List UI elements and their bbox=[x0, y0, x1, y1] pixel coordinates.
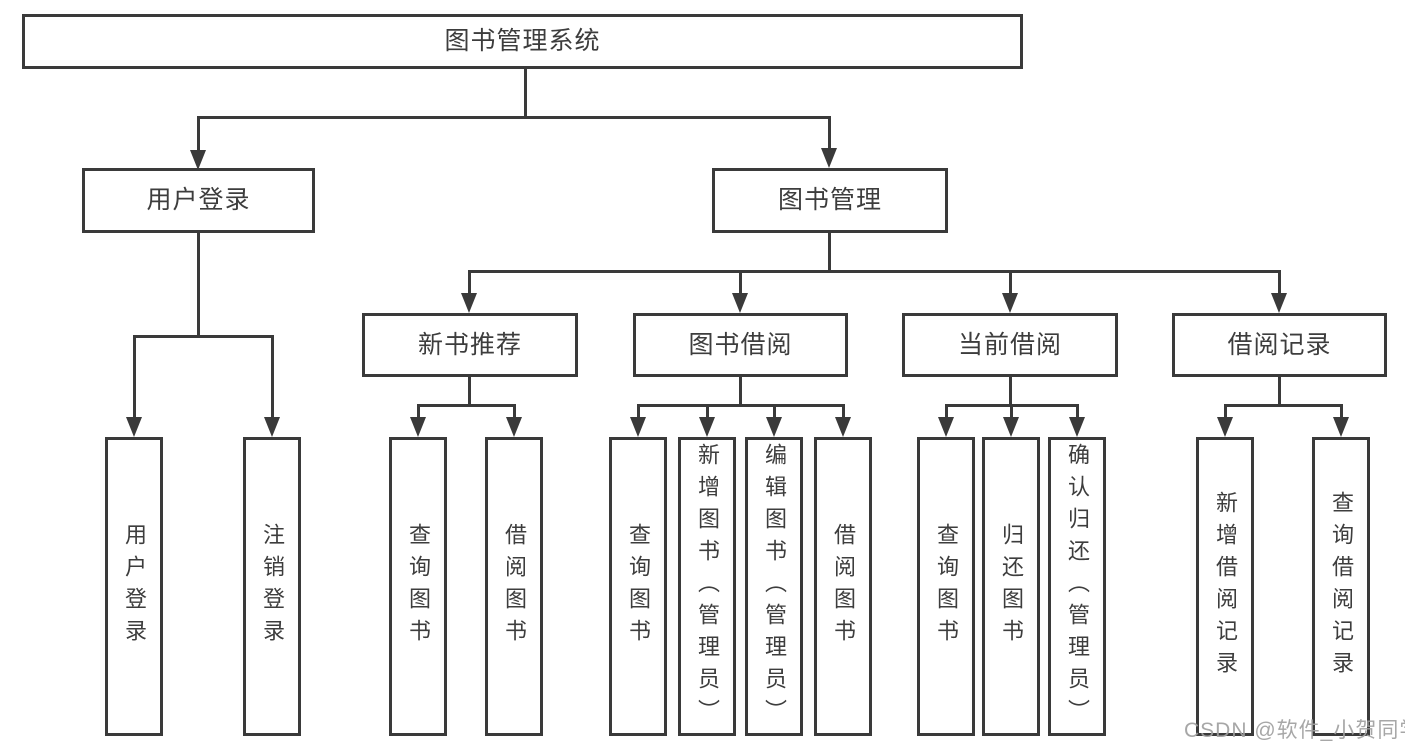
edge-book-management-stub bbox=[828, 231, 831, 273]
edge-root-drop-right bbox=[828, 116, 831, 150]
node-cb-return-book: 归还图书 bbox=[982, 437, 1040, 736]
arrowhead-cb-query bbox=[938, 417, 954, 437]
edge-nbr-borrow-drop bbox=[513, 404, 516, 420]
edge-logout-drop bbox=[271, 335, 274, 420]
arrowhead-login bbox=[126, 417, 142, 437]
edge-user-login-split bbox=[133, 335, 274, 338]
edge-bb-stub bbox=[739, 375, 742, 406]
edge-user-login-stub bbox=[197, 231, 200, 338]
arrowhead-cb-return bbox=[1003, 417, 1019, 437]
arrowhead-user-login bbox=[190, 150, 206, 170]
node-bb-borrow-book: 借阅图书 bbox=[814, 437, 872, 736]
edge-br-split bbox=[1224, 404, 1342, 407]
arrowhead-cb-confirm bbox=[1069, 417, 1085, 437]
node-current-borrow: 当前借阅 bbox=[902, 313, 1118, 377]
edge-cb-drop bbox=[1009, 270, 1012, 296]
arrowhead-bb-query bbox=[630, 417, 646, 437]
arrowhead-book-borrow bbox=[732, 293, 748, 313]
edge-bb-add-drop bbox=[706, 404, 709, 420]
edge-cb-return-drop bbox=[1010, 404, 1013, 420]
arrowhead-nbr-borrow bbox=[506, 417, 522, 437]
arrowhead-br-add bbox=[1217, 417, 1233, 437]
edge-nbr-drop bbox=[468, 270, 471, 296]
edge-cb-stub bbox=[1009, 375, 1012, 406]
edge-nbr-query-drop bbox=[417, 404, 420, 420]
arrowhead-br-query bbox=[1333, 417, 1349, 437]
edge-br-stub bbox=[1278, 375, 1281, 406]
edge-bb-query-drop bbox=[637, 404, 640, 420]
node-cb-query-book: 查询图书 bbox=[917, 437, 975, 736]
edge-br-query-drop bbox=[1340, 404, 1343, 420]
arrowhead-bb-add bbox=[699, 417, 715, 437]
arrowhead-borrow-record bbox=[1271, 293, 1287, 313]
edge-cb-query-drop bbox=[945, 404, 948, 420]
node-nbr-borrow-book: 借阅图书 bbox=[485, 437, 543, 736]
edge-br-drop bbox=[1278, 270, 1281, 296]
edge-nbr-split bbox=[417, 404, 515, 407]
node-book-borrow: 图书借阅 bbox=[633, 313, 848, 377]
node-new-book-recommend: 新书推荐 bbox=[362, 313, 578, 377]
edge-br-add-drop bbox=[1224, 404, 1227, 420]
arrowhead-book-management bbox=[821, 148, 837, 168]
edge-root-drop-left bbox=[197, 116, 200, 152]
arrowhead-new-book-recommend bbox=[461, 293, 477, 313]
edge-cb-confirm-drop bbox=[1076, 404, 1079, 420]
arrowhead-bb-borrow bbox=[835, 417, 851, 437]
node-user-login-leaf: 用户登录 bbox=[105, 437, 163, 736]
node-nbr-query-book: 查询图书 bbox=[389, 437, 447, 736]
node-cb-confirm-return-admin: 确认归还（管理员） bbox=[1048, 437, 1106, 736]
edge-root-split bbox=[198, 116, 830, 119]
edge-root-stub bbox=[524, 68, 527, 119]
node-bb-query-book: 查询图书 bbox=[609, 437, 667, 736]
node-logout: 注销登录 bbox=[243, 437, 301, 736]
edge-login-drop bbox=[133, 335, 136, 420]
node-br-query-record: 查询借阅记录 bbox=[1312, 437, 1370, 736]
arrowhead-bb-edit bbox=[766, 417, 782, 437]
node-bb-edit-book-admin: 编辑图书（管理员） bbox=[745, 437, 803, 736]
csdn-watermark: CSDN @软件_小贺同学 bbox=[1184, 719, 1405, 742]
node-bb-add-book-admin: 新增图书（管理员） bbox=[678, 437, 736, 736]
arrowhead-current-borrow bbox=[1002, 293, 1018, 313]
edge-book-management-split bbox=[468, 270, 1281, 273]
node-book-management: 图书管理 bbox=[712, 168, 948, 233]
edge-bb-drop bbox=[739, 270, 742, 296]
edge-bb-edit-drop bbox=[773, 404, 776, 420]
node-borrow-record: 借阅记录 bbox=[1172, 313, 1387, 377]
edge-bb-split bbox=[637, 404, 844, 407]
node-library-management-system: 图书管理系统 bbox=[22, 14, 1023, 69]
arrowhead-nbr-query bbox=[410, 417, 426, 437]
edge-bb-borrow-drop bbox=[842, 404, 845, 420]
node-user-login: 用户登录 bbox=[82, 168, 315, 233]
arrowhead-logout bbox=[264, 417, 280, 437]
edge-nbr-stub bbox=[468, 375, 471, 406]
node-br-add-record: 新增借阅记录 bbox=[1196, 437, 1254, 736]
